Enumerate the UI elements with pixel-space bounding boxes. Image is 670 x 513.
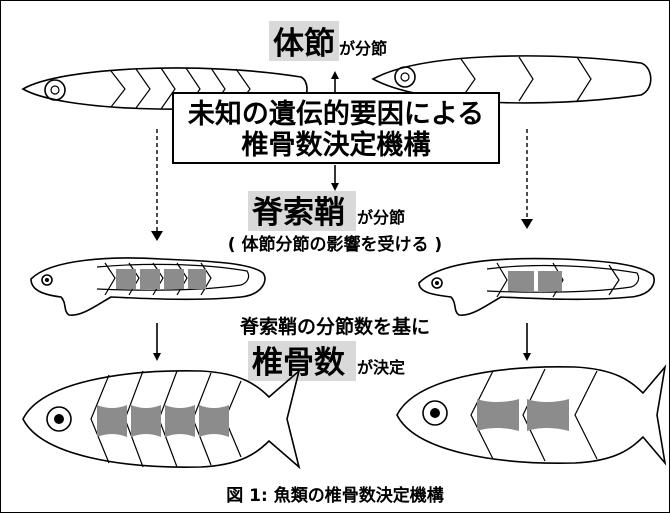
center-line-1: 未知の遺伝的要因による xyxy=(188,98,484,130)
center-line-2: 椎骨数決定機構 xyxy=(242,129,431,161)
dashed-arrowhead-left xyxy=(151,231,163,241)
larva-right-notochord xyxy=(418,257,655,316)
center-box xyxy=(172,92,500,164)
label-mid-suffix: が分節 xyxy=(357,208,405,227)
highlight-top xyxy=(269,21,339,61)
label-top-suffix: が分節 xyxy=(339,39,387,58)
highlight-bottom xyxy=(248,341,356,381)
highlight-mid xyxy=(248,191,356,231)
larva-left-notochord xyxy=(30,257,266,316)
label-mid-key: 脊索鞘 xyxy=(251,195,345,231)
figure-caption: 図 1: 魚類の椎骨数決定機構 xyxy=(226,485,443,506)
dashed-arrowhead-right xyxy=(521,219,533,229)
label-mid-note: ( 体節分節の影響を受ける ) xyxy=(228,234,442,255)
fish-left-vertebrae xyxy=(22,368,301,470)
label-bottom-suffix: が決定 xyxy=(357,358,405,377)
fish-right-vertebrae xyxy=(396,364,667,466)
label-top-key: 体節 xyxy=(273,26,335,62)
label-lower-line: 脊索鞘の分節数を基に xyxy=(239,315,430,338)
